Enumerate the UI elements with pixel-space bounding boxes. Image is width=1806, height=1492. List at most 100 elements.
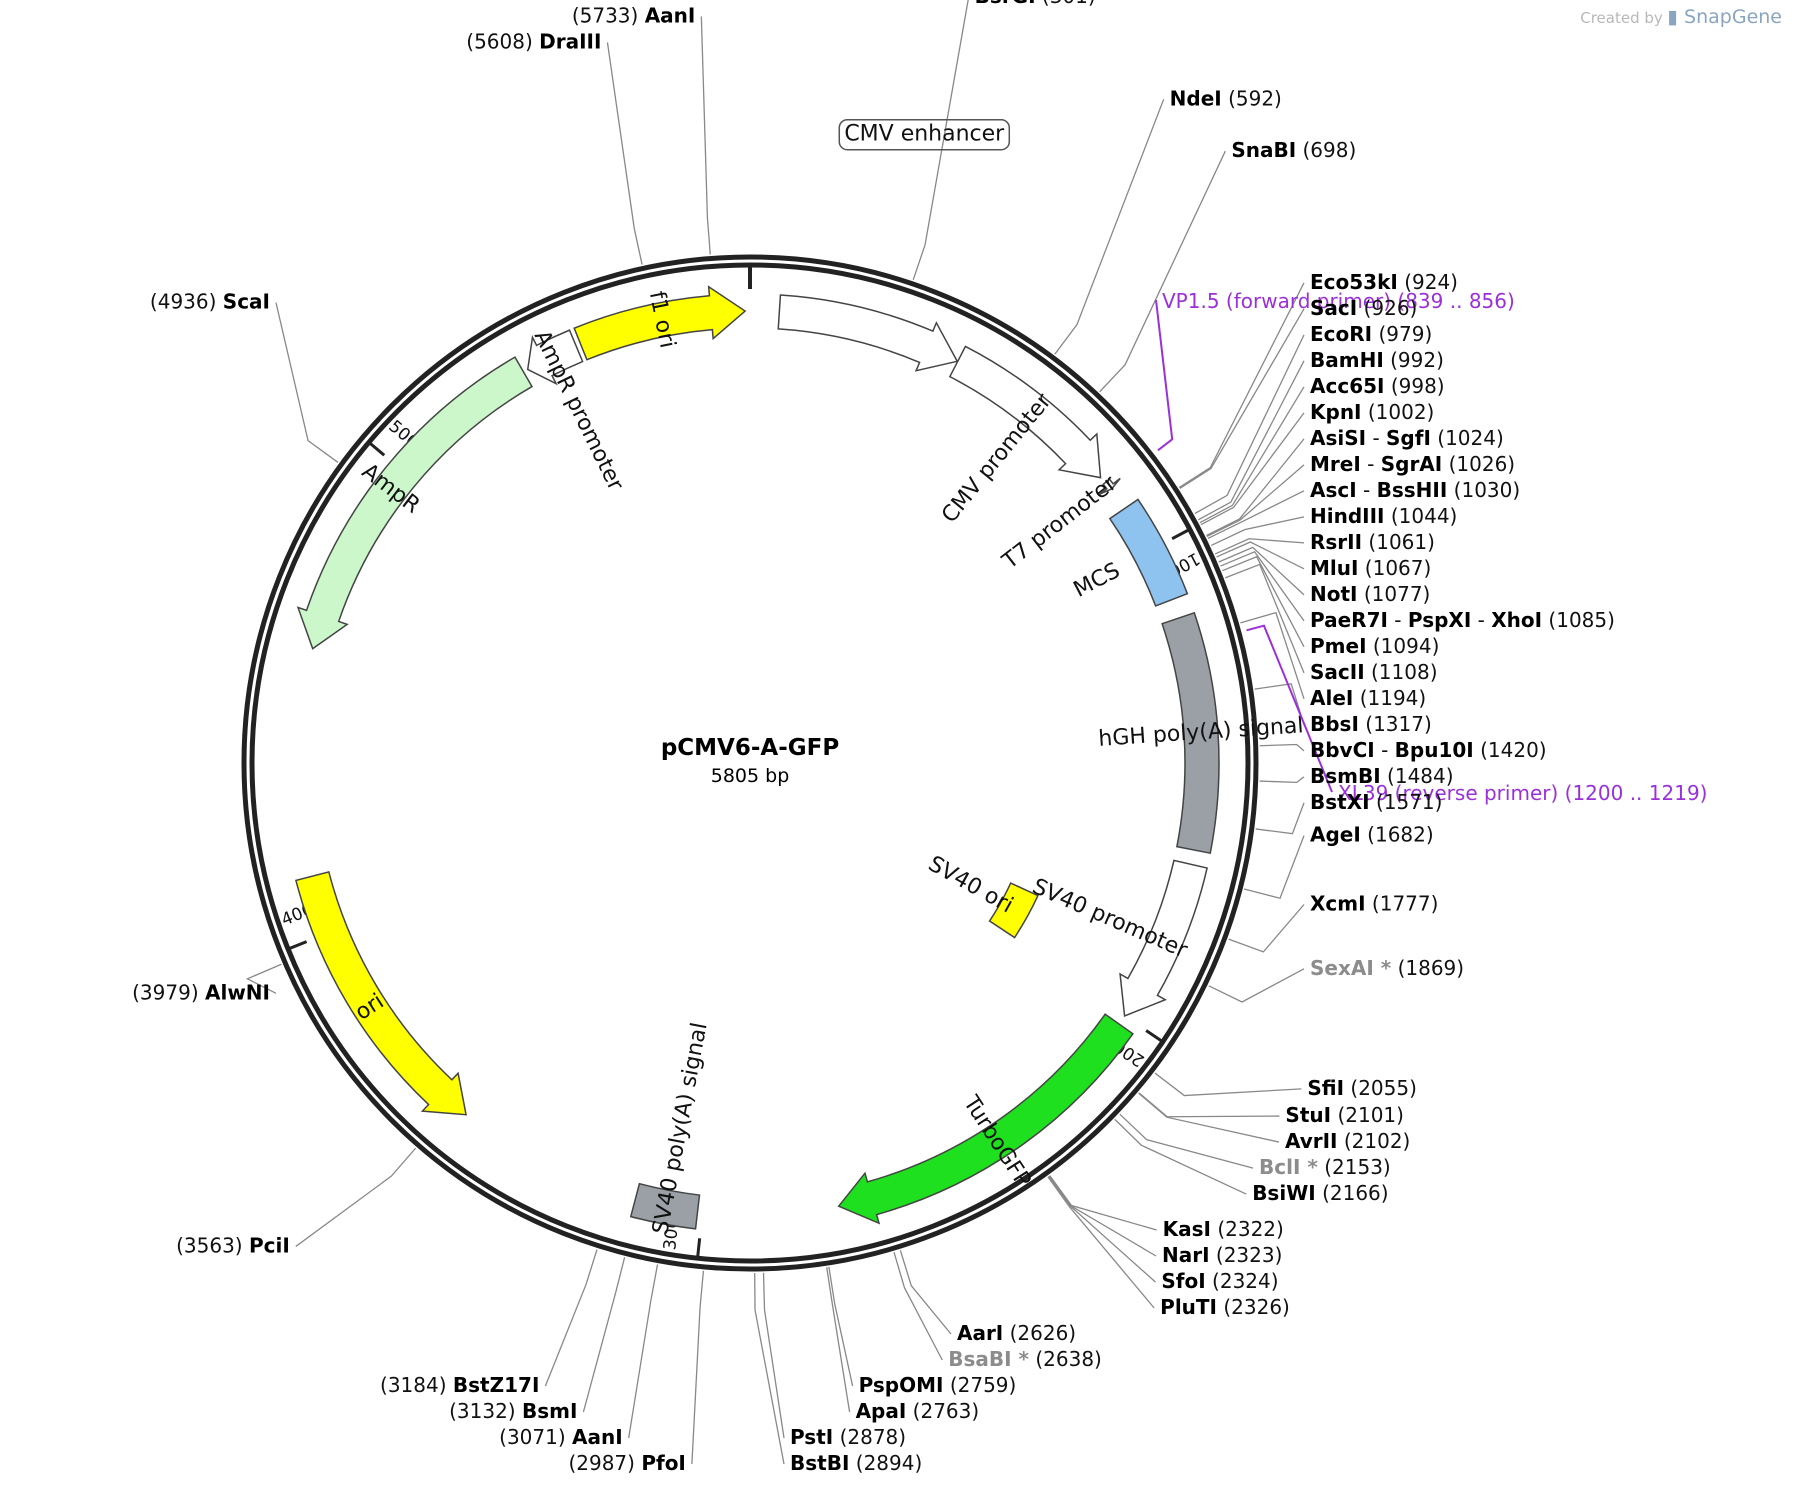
feature-shape[interactable] (629, 1182, 701, 1230)
site-leader (828, 1266, 854, 1387)
site-mlui[interactable]: MluI (1067) (1310, 556, 1431, 580)
site-leader (912, 0, 969, 281)
site-acc65i[interactable]: Acc65I (998) (1310, 374, 1445, 398)
site-bbvci-bpu10i[interactable]: BbvCI - Bpu10I (1420) (1310, 738, 1547, 762)
site-position: (1044) (1391, 504, 1458, 528)
site-ndei[interactable]: NdeI (592) (1170, 86, 1282, 110)
site-apai[interactable]: ApaI (2763) (856, 1399, 980, 1423)
site-pluti[interactable]: PluTI (2326) (1160, 1295, 1290, 1319)
site-bsmbi[interactable]: BsmBI (1484) (1310, 764, 1454, 788)
site-snabi[interactable]: SnaBI (698) (1231, 138, 1356, 162)
feature-shape[interactable] (777, 294, 959, 372)
enzyme-name: SfoI (1161, 1269, 1205, 1293)
feature-t7-promoter[interactable]: T7 promoter (997, 471, 1122, 575)
site-agei[interactable]: AgeI (1682) (1310, 823, 1434, 847)
enzyme-name: RsrII (1310, 530, 1362, 554)
site-aani[interactable]: (5733) AanI (572, 3, 696, 27)
site-aari[interactable]: AarI (2626) (957, 1321, 1076, 1345)
site-alei[interactable]: AleI (1194) (1310, 686, 1426, 710)
primer-vp1-5-forward-primer[interactable]: VP1.5 (forward primer) (839 .. 856) (1155, 289, 1515, 452)
site-alwni[interactable]: (3979) AlwNI (132, 980, 270, 1004)
feature-shape[interactable] (1099, 477, 1121, 495)
site-aani[interactable]: (3071) AanI (499, 1425, 623, 1449)
site-bsabi[interactable]: BsaBI * (2638) (948, 1347, 1102, 1371)
feature-shape[interactable] (296, 356, 534, 650)
enzyme-name: AleI (1310, 686, 1353, 710)
site-draiii[interactable]: (5608) DraIII (466, 29, 601, 53)
feature-shape[interactable] (1119, 859, 1208, 1018)
site-bsiwi[interactable]: BsiWI (2166) (1252, 1181, 1388, 1205)
site-stui[interactable]: StuI (2101) (1285, 1103, 1404, 1127)
site-sacii[interactable]: SacII (1108) (1310, 660, 1438, 684)
site-bsrgi[interactable]: BsrGI (301) (975, 0, 1096, 8)
site-rsrii[interactable]: RsrII (1061) (1310, 530, 1435, 554)
site-saci[interactable]: SacI (926) (1310, 296, 1417, 320)
site-leader (1179, 308, 1305, 489)
primer-xl39-reverse-primer[interactable]: XL39 (reverse primer) (1200 .. 1219) (1246, 624, 1708, 805)
site-paer7i-pspxi-xhoi[interactable]: PaeR7I - PspXI - XhoI (1085) (1310, 608, 1615, 632)
feature-shape[interactable] (988, 882, 1039, 939)
site-bcli[interactable]: BclI * (2153) (1259, 1155, 1391, 1179)
feature-sv40-ori[interactable]: SV40 ori (924, 852, 1039, 939)
primer-label: VP1.5 (forward primer) (839 .. 856) (1162, 289, 1515, 313)
site-hindiii[interactable]: HindIII (1044) (1310, 504, 1457, 528)
site-pfoi[interactable]: (2987) PfoI (568, 1451, 685, 1475)
site-bstbi[interactable]: BstBI (2894) (790, 1451, 922, 1475)
site-pspomi[interactable]: PspOMI (2759) (859, 1373, 1017, 1397)
site-bstxi[interactable]: BstXI (1571) (1310, 790, 1442, 814)
site-bstz17i[interactable]: (3184) BstZ17I (380, 1373, 539, 1397)
feature-ori[interactable]: ori (295, 870, 467, 1116)
site-leader (1138, 1092, 1280, 1118)
site-scai[interactable]: (4936) ScaI (150, 290, 270, 314)
feature-label-box (838, 118, 1011, 151)
feature-shape[interactable] (573, 285, 747, 361)
feature-shape[interactable] (1108, 498, 1189, 607)
site-position: (2102) (1344, 1129, 1411, 1153)
site-leader (826, 1267, 851, 1413)
site-asisi-sgfi[interactable]: AsiSI - SgfI (1024) (1310, 426, 1504, 450)
feature-sv40-promoter[interactable]: SV40 promoter (1029, 859, 1208, 1018)
site-sfoi[interactable]: SfoI (2324) (1161, 1269, 1278, 1293)
site-label: (5733) AanI (572, 3, 696, 27)
site-leader (1199, 386, 1305, 524)
enzyme-name: Eco53kI (1310, 270, 1398, 294)
feature-shape[interactable] (837, 1013, 1134, 1225)
feature-ampr[interactable]: AmpR (296, 356, 534, 650)
site-bamhi[interactable]: BamHI (992) (1310, 348, 1444, 372)
site-bsmi[interactable]: (3132) BsmI (449, 1399, 577, 1423)
site-ecori[interactable]: EcoRI (979) (1310, 322, 1432, 346)
site-position: (1085) (1548, 608, 1615, 632)
feature-shape[interactable] (526, 329, 584, 386)
site-label: XcmI (1777) (1310, 891, 1438, 915)
site-psti[interactable]: PstI (2878) (790, 1425, 906, 1449)
feature-shape[interactable] (948, 345, 1102, 479)
feature-sv40-poly-a-signal[interactable]: SV40 poly(A) signal (629, 1021, 713, 1237)
site-noti[interactable]: NotI (1077) (1310, 582, 1430, 606)
feature-turbogfp[interactable]: TurboGFP (837, 1013, 1134, 1225)
enzyme-name: PaeR7I (1310, 608, 1388, 632)
site-pcii[interactable]: (3563) PciI (176, 1233, 290, 1257)
feature-cmv-enhancer[interactable]: CMV enhancer (777, 118, 1011, 372)
site-kasi[interactable]: KasI (2322) (1163, 1217, 1284, 1241)
site-kpni[interactable]: KpnI (1002) (1310, 400, 1434, 424)
site-nari[interactable]: NarI (2323) (1162, 1243, 1282, 1267)
site-xcmi[interactable]: XcmI (1777) (1310, 891, 1438, 915)
site-eco53ki[interactable]: Eco53kI (924) (1310, 270, 1458, 294)
site-sfii[interactable]: SfiI (2055) (1307, 1076, 1417, 1100)
site-label: (3184) BstZ17I (380, 1373, 539, 1397)
feature-f1-ori[interactable]: f1 ori (573, 285, 747, 361)
feature-mcs[interactable]: MCS (1070, 498, 1189, 607)
site-bbsi[interactable]: BbsI (1317) (1310, 712, 1432, 736)
feature-shape[interactable] (295, 870, 467, 1116)
feature-ampr-promoter[interactable]: AmpR promoter (526, 327, 629, 496)
feature-shape[interactable] (1161, 611, 1220, 855)
site-avrii[interactable]: AvrII (2102) (1285, 1129, 1410, 1153)
site-pmei[interactable]: PmeI (1094) (1310, 634, 1439, 658)
site-asci-bsshii[interactable]: AscI - BssHII (1030) (1310, 478, 1520, 502)
site-position: (2326) (1223, 1295, 1290, 1319)
site-sexai[interactable]: SexAI * (1869) (1310, 956, 1464, 980)
site-label: SfiI (2055) (1307, 1076, 1417, 1100)
site-label: (4936) ScaI (150, 290, 270, 314)
site-mrei-sgrai[interactable]: MreI - SgrAI (1026) (1310, 452, 1515, 476)
